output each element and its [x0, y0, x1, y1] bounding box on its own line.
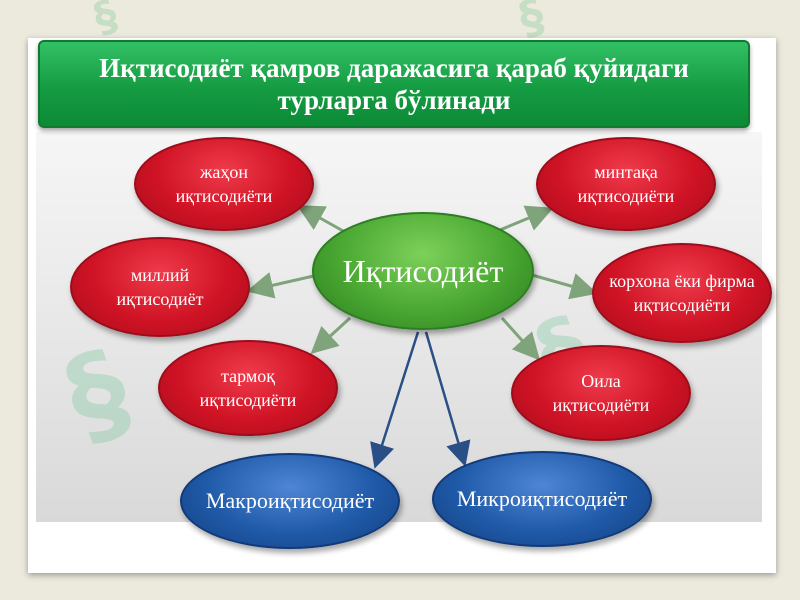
- arrow-to-world: [296, 205, 346, 234]
- node-enterprise-economy: корхона ёки фирма иқтисодиёти: [592, 243, 772, 343]
- title-text: Иқтисодиёт қамров даражасига қараб қуйид…: [99, 53, 689, 115]
- arrow-to-regional: [499, 205, 554, 232]
- arrow-to-enterprise: [531, 273, 598, 300]
- node-regional-economy: минтақа иқтисодиёти: [536, 137, 716, 231]
- node-macroeconomy: Макроиқтисодиёт: [180, 453, 400, 549]
- diagram-title: Иқтисодиёт қамров даражасига қараб қуйид…: [38, 40, 750, 128]
- node-economy-center: Иқтисодиёт: [312, 212, 534, 330]
- node-branch-economy: тармоқ иқтисодиёти: [158, 340, 338, 436]
- arrow-to-family: [500, 316, 541, 361]
- arrow-to-macro: [370, 331, 420, 469]
- node-microeconomy: Микроиқтисодиёт: [432, 451, 652, 547]
- arrow-to-branch: [310, 316, 352, 355]
- arrow-to-micro: [424, 331, 471, 467]
- node-national-economy: миллий иқтисодиёт: [70, 237, 250, 337]
- arrow-to-national: [246, 272, 319, 299]
- node-world-economy: жаҳон иқтисодиёти: [134, 137, 314, 231]
- node-family-economy: Оила иқтисодиёти: [511, 345, 691, 441]
